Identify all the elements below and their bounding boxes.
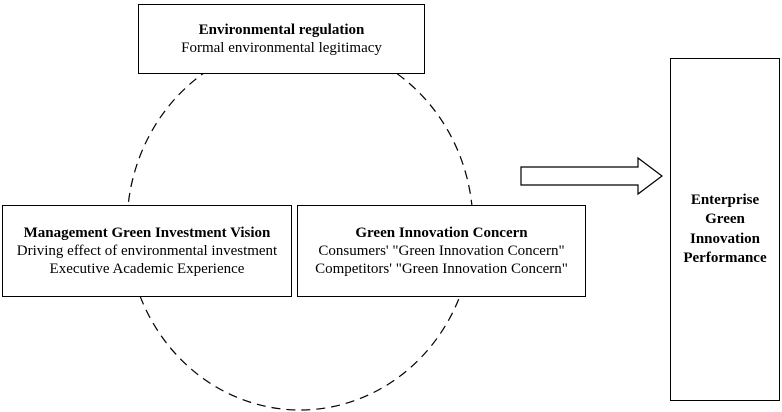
competitors-concern-text: Competitors' "Green Innovation Concern" (315, 261, 568, 278)
right-arrow-icon (520, 156, 663, 196)
environmental-regulation-box: Environmental regulation Formal environm… (138, 4, 425, 74)
environmental-regulation-title: Environmental regulation (198, 21, 365, 38)
management-vision-box: Management Green Investment Vision Drivi… (2, 205, 292, 297)
formal-legitimacy-text: Formal environmental legitimacy (181, 40, 382, 56)
performance-title-line-4: Performance (683, 250, 767, 266)
green-innovation-concern-title: Green Innovation Concern (355, 224, 528, 241)
green-innovation-concern-box: Green Innovation Concern Consumers' "Gre… (297, 205, 586, 297)
investment-driving-effect-text: Driving effect of environmental investme… (16, 242, 278, 259)
executive-experience-text: Executive Academic Experience (49, 261, 245, 278)
performance-title-line-3: Innovation (689, 230, 761, 247)
performance-title-line-2: Green (705, 211, 745, 227)
consumers-concern-text: Consumers' "Green Innovation Concern" (318, 242, 565, 259)
performance-title-line-1: Enterprise (690, 191, 760, 208)
management-vision-title: Management Green Investment Vision (23, 224, 271, 241)
enterprise-performance-box: Enterprise Green Innovation Performance (670, 58, 780, 401)
